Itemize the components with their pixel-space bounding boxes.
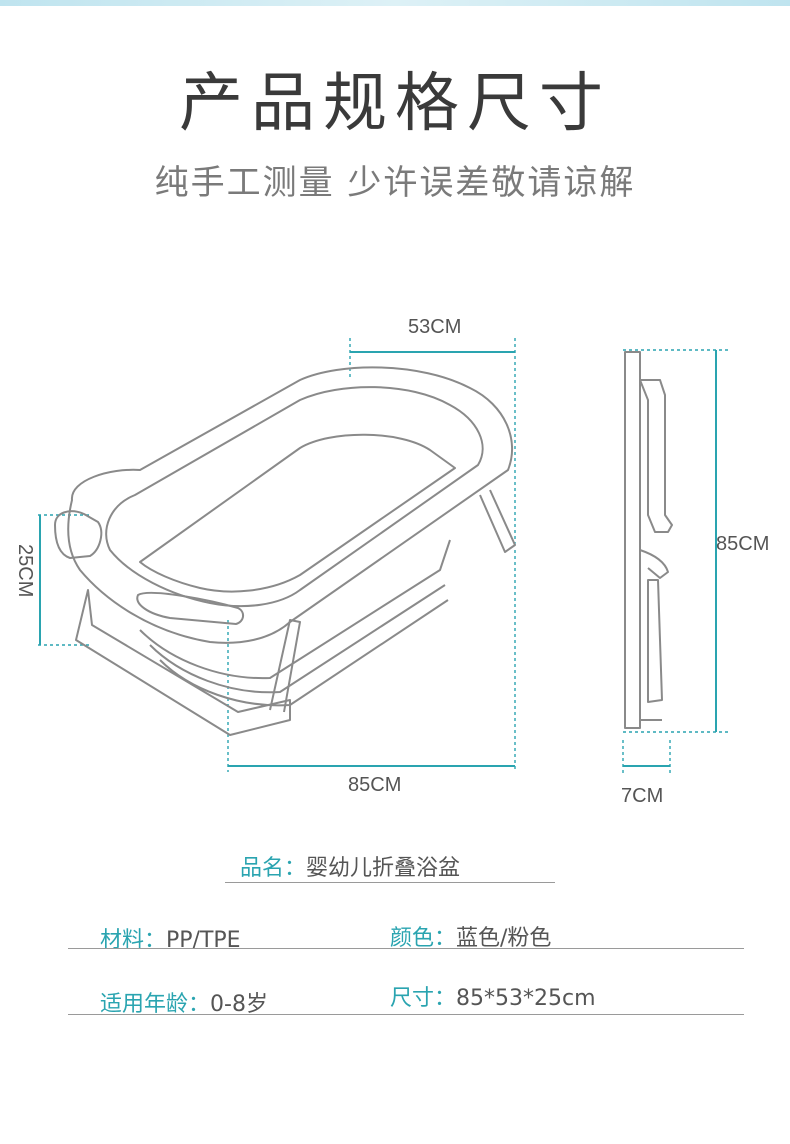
spec-size: 尺寸：85*53*25cm xyxy=(390,980,596,1012)
spec-size-value: 85*53*25cm xyxy=(456,986,596,1011)
side-height-dimension-label: 85CM xyxy=(716,533,770,555)
spec-age-value: 0-8岁 xyxy=(210,992,268,1017)
spec-material-key: 材料： xyxy=(100,928,167,953)
spec-name-value: 婴幼儿折叠浴盆 xyxy=(306,856,461,881)
spec-material: 材料：PP/TPE xyxy=(100,922,241,954)
spec-color-value: 蓝色/粉色 xyxy=(456,926,552,951)
bathtub-illustration xyxy=(38,338,730,775)
top-accent-bar xyxy=(0,0,790,6)
spec-color: 颜色：蓝色/粉色 xyxy=(390,920,551,952)
divider-name xyxy=(225,882,555,883)
product-drawing: 53CM 25CM 85CM 85CM 7CM xyxy=(0,300,790,820)
spec-material-value: PP/TPE xyxy=(166,928,241,953)
spec-color-key: 颜色： xyxy=(390,926,457,951)
spec-product-name: 品名：婴幼儿折叠浴盆 xyxy=(240,850,460,882)
spec-age: 适用年龄：0-8岁 xyxy=(100,986,268,1018)
spec-size-key: 尺寸： xyxy=(390,986,457,1011)
divider-row2 xyxy=(68,1014,744,1015)
spec-age-key: 适用年龄： xyxy=(100,992,211,1017)
width-dimension-label: 53CM xyxy=(408,316,462,338)
page-title: 产品规格尺寸 xyxy=(179,67,611,141)
page-subtitle: 纯手工测量 少许误差敬请谅解 xyxy=(154,163,636,203)
divider-row1 xyxy=(68,948,744,949)
height-dimension-label: 25CM xyxy=(14,544,36,598)
side-depth-dimension-label: 7CM xyxy=(621,785,664,807)
length-dimension-label: 85CM xyxy=(348,774,402,796)
spec-name-key: 品名： xyxy=(240,856,307,881)
